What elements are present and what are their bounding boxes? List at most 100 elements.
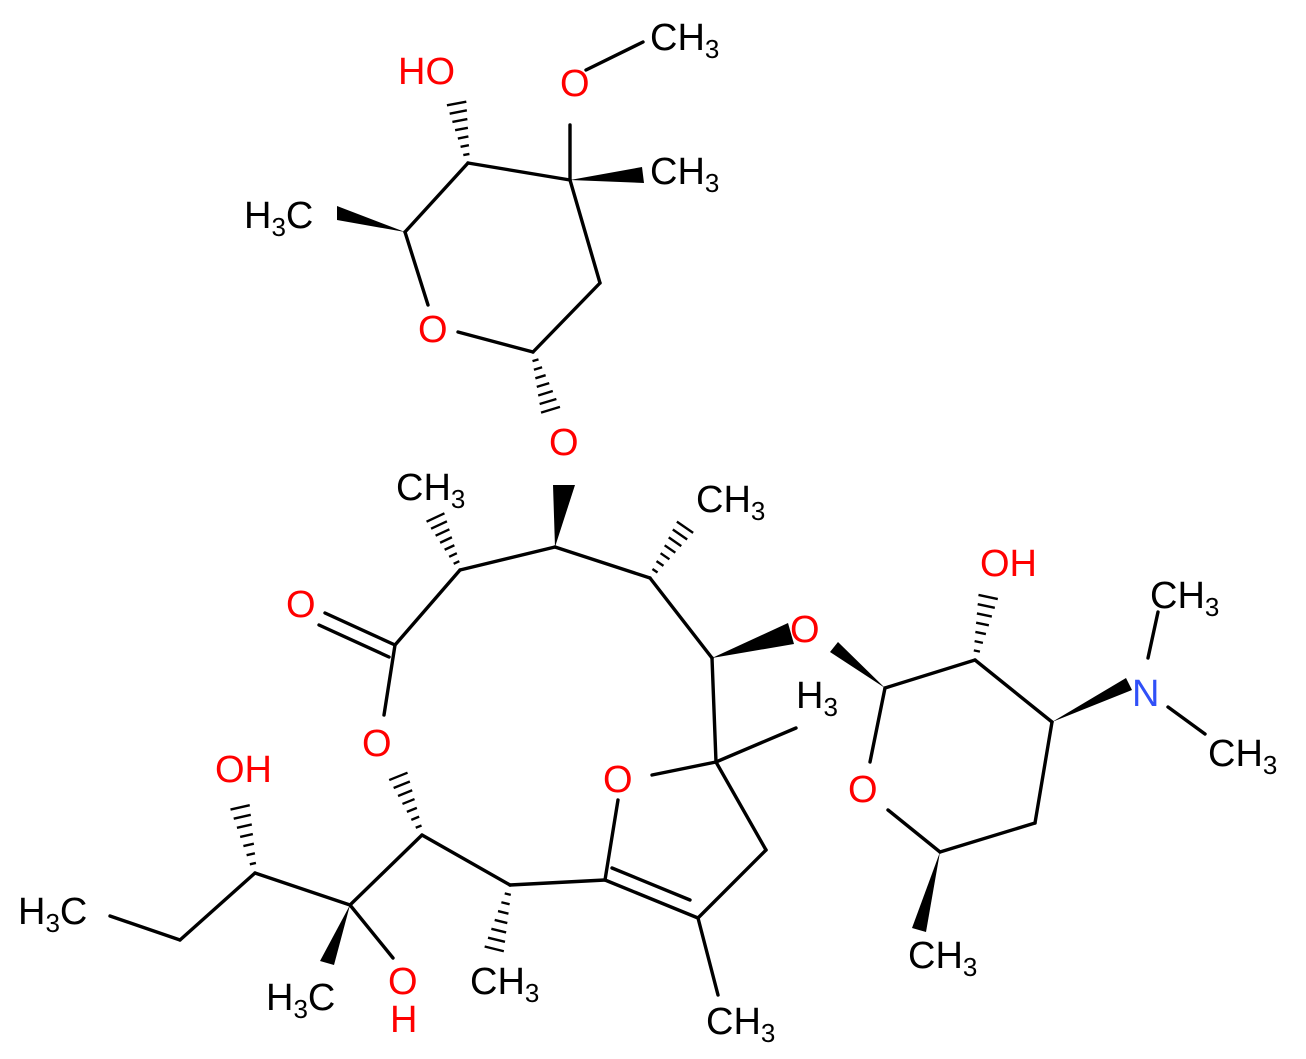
bond	[108, 914, 182, 942]
atom-label-ch3-vinyl: CH3	[706, 1001, 775, 1048]
hashed-bond-segment	[393, 780, 411, 790]
hashed-bond-segment	[533, 366, 543, 371]
bond	[1033, 720, 1054, 825]
atom-label-h3c-ethyl: H3C	[18, 891, 87, 938]
bond	[403, 161, 470, 234]
atom-label-oh-desosamine: OH	[980, 543, 1037, 585]
atom-label-oh-tertiary-o: O	[388, 961, 418, 1003]
hashed-bond-segment	[975, 630, 987, 636]
bond	[553, 545, 652, 580]
wedge-bond	[912, 852, 940, 932]
bond	[603, 878, 700, 920]
hashed-bond-segment	[230, 804, 251, 811]
bond	[868, 686, 887, 764]
hashed-bond-segment	[540, 405, 561, 414]
hashed-bond-segment	[388, 771, 408, 782]
hashed-bond-segment	[233, 813, 252, 820]
bond	[348, 833, 424, 907]
bond	[584, 40, 645, 72]
atom-label-ch3-quat-cladinose: CH3	[650, 151, 719, 198]
bond	[317, 623, 391, 659]
bond	[696, 848, 768, 920]
hashed-bond-segment	[449, 109, 468, 115]
bond	[610, 866, 692, 902]
wedge-bond	[1052, 678, 1132, 722]
atom-label-oh-tertiary: O H	[388, 961, 418, 1041]
bond	[178, 871, 257, 942]
atom-label-o-glyco-cladinose: O	[549, 422, 579, 464]
hashed-bond-segment	[974, 639, 984, 645]
bond	[1166, 705, 1207, 736]
hashed-bond-segment	[410, 815, 420, 821]
atom-label-o-methoxy: O	[560, 63, 590, 105]
bond	[710, 656, 718, 764]
hashed-bond-segment	[448, 552, 458, 558]
hashed-bond-segment	[537, 389, 554, 397]
atom-label-ch3-c10: CH3	[470, 961, 539, 1008]
bond	[323, 611, 397, 647]
atom-label-o-ring-macro: O	[603, 759, 633, 801]
bond	[886, 808, 942, 854]
bond	[466, 161, 572, 182]
bond	[696, 916, 720, 997]
bond	[938, 821, 1037, 854]
atom-label-o-lactone: O	[362, 723, 392, 765]
hashed-bond-segment	[655, 560, 665, 567]
hashed-bond-segment	[402, 797, 415, 806]
bond	[403, 230, 430, 307]
bond	[883, 658, 977, 690]
hashed-bond-segment	[439, 536, 453, 544]
hashed-bond-segment	[452, 117, 468, 124]
hashed-bond-segment	[539, 397, 557, 406]
bond	[348, 903, 395, 960]
hashed-bond-segment	[672, 528, 688, 541]
hashed-bond-segment	[463, 152, 470, 157]
hashed-bond-segment	[246, 852, 256, 857]
wedge-bond	[830, 642, 885, 688]
hashed-bond-segment	[243, 842, 255, 848]
bond	[973, 658, 1054, 724]
bond-layer	[108, 40, 1207, 997]
atom-label-layer: CH3 O HO CH3 H3C O O CH3 CH3 O O OH CH3 …	[18, 17, 1277, 1048]
hashed-bond-segment	[397, 789, 413, 798]
hashed-bond-segment	[249, 861, 257, 866]
atom-label-h3c-cladinose: H3C	[244, 195, 313, 242]
atom-label-ch3-c6: CH3	[696, 479, 765, 526]
bond	[568, 178, 602, 285]
hashed-bond-segment	[978, 593, 999, 601]
atom-label-o-ring-desosamine: O	[848, 769, 878, 811]
hashed-bond-segment	[444, 544, 455, 551]
hashed-bond-segment	[973, 649, 981, 653]
bond	[382, 643, 397, 717]
hashed-bond-segment	[446, 100, 467, 107]
atom-label-o-ring-cladinose: O	[418, 309, 448, 351]
atom-label-ho-cladinose: HO	[398, 51, 455, 93]
hashed-bond-segment	[497, 909, 509, 915]
hashed-bond-segment	[415, 824, 422, 829]
bond	[714, 760, 768, 852]
atom-label-o-glyco-desosamine: O	[790, 609, 820, 651]
atom-label-ch3-desosamine: CH3	[908, 935, 977, 982]
hashed-bond-segment	[426, 512, 445, 523]
hashed-bond-segment	[651, 567, 659, 574]
atom-label-ch3-n1: CH3	[1150, 575, 1219, 622]
hashed-bond-segment	[239, 832, 254, 839]
hashed-bond-segment	[236, 823, 253, 829]
bond	[458, 545, 557, 572]
atom-label-oh-tertiary-h: H	[390, 999, 417, 1041]
hashed-bond-segment	[457, 135, 469, 140]
hashed-bond-segment	[487, 936, 506, 944]
hashed-bond-segment	[460, 144, 470, 148]
hashed-bond-segment	[430, 520, 448, 530]
atom-label-oh-side: OH	[215, 749, 272, 791]
atom-label-ch3-n2: CH3	[1208, 733, 1277, 780]
hashed-bond-segment	[494, 918, 508, 925]
atom-label-h3c-side: H3C	[266, 977, 335, 1024]
wedge-bond	[320, 905, 350, 965]
bond	[508, 878, 607, 887]
wedge-bond	[553, 485, 575, 547]
hashed-bond-segment	[453, 560, 460, 565]
bond	[648, 576, 714, 660]
atom-label-h3-fragment: H3	[796, 675, 838, 722]
